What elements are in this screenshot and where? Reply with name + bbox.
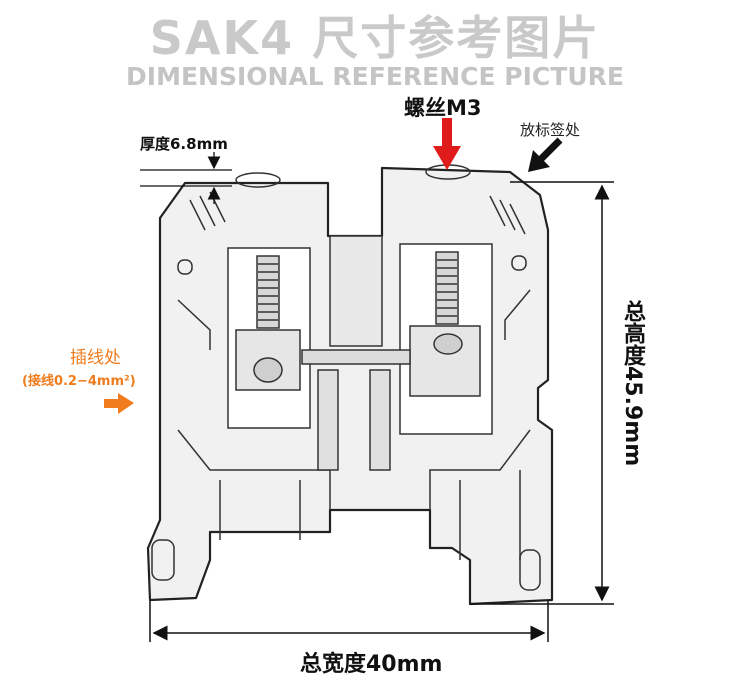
wire-entry-label: 插线处 <box>70 348 121 368</box>
total-height-label: 总高度45.9mm <box>620 300 645 467</box>
page-title: SAK4 尺寸参考图片 <box>149 11 601 65</box>
thickness-indicator <box>140 152 232 204</box>
page-subtitle: DIMENSIONAL REFERENCE PICTURE <box>126 62 624 91</box>
red-down-arrow-icon <box>433 118 461 170</box>
screw-label: 螺丝M3 <box>404 96 482 120</box>
total-width-label: 总宽度40mm <box>300 652 443 677</box>
wire-range-label: (接线0.2−4mm²) <box>22 374 136 389</box>
width-dimension <box>149 600 549 642</box>
terminal-block-details <box>151 164 541 591</box>
orange-right-arrow-icon <box>104 393 134 414</box>
black-diagonal-arrow-icon <box>528 137 563 172</box>
marker-area-label: 放标签处 <box>520 121 581 139</box>
thickness-label: 厚度6.8mm <box>140 135 228 153</box>
height-dimension <box>470 181 614 605</box>
